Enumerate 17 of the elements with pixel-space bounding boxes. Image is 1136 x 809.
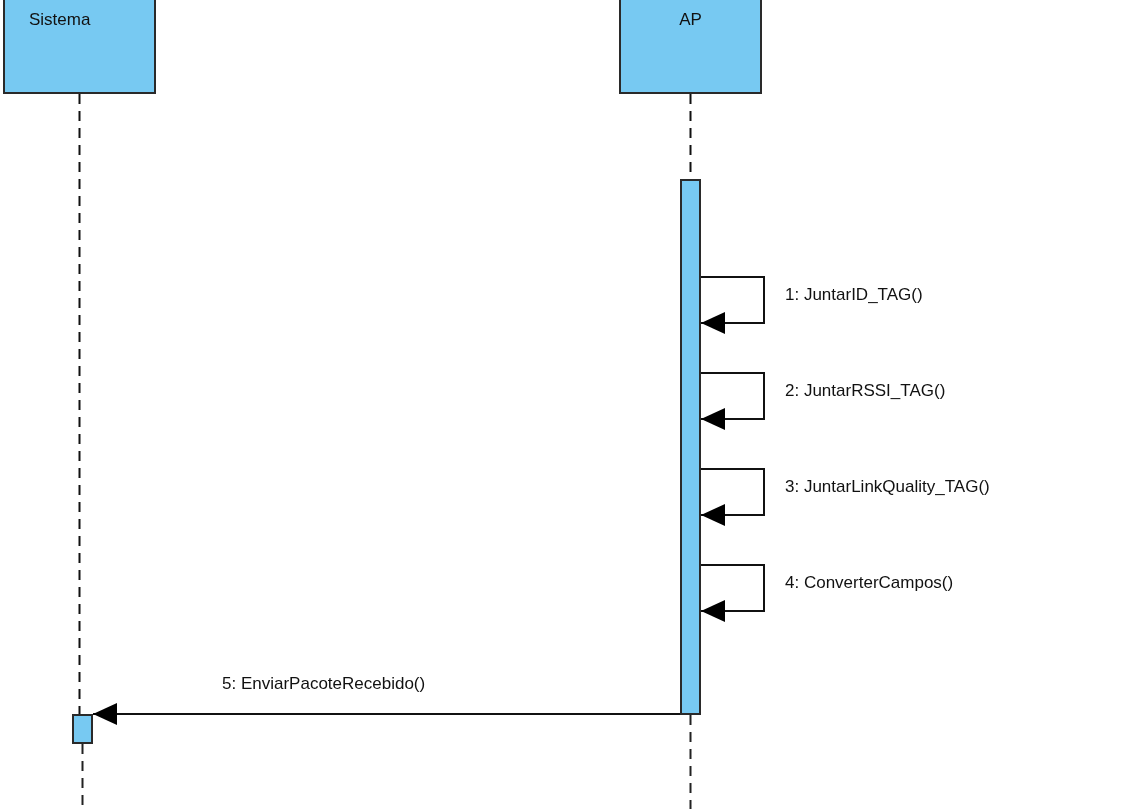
- message-label: 4: ConverterCampos(): [783, 573, 956, 593]
- message-label: 3: JuntarLinkQuality_TAG(): [783, 477, 992, 497]
- activation-bar: [680, 179, 701, 715]
- activation-bar: [72, 714, 93, 744]
- self-message-arrow: [700, 372, 765, 430]
- message-arrow: [92, 703, 681, 725]
- self-message-arrow: [700, 468, 765, 526]
- lifeline: [78, 93, 81, 715]
- message-label: 2: JuntarRSSI_TAG(): [783, 381, 948, 401]
- self-message-arrow: [700, 564, 765, 622]
- self-message-arrow: [700, 276, 765, 334]
- lifeline-name: Sistema: [29, 10, 91, 30]
- lifeline-header-box: [3, 0, 156, 94]
- lifeline-name: AP: [678, 10, 703, 30]
- lifeline-header-box: [619, 0, 762, 94]
- message-label: 5: EnviarPacoteRecebido(): [220, 674, 428, 694]
- message-label: 1: JuntarID_TAG(): [783, 285, 925, 305]
